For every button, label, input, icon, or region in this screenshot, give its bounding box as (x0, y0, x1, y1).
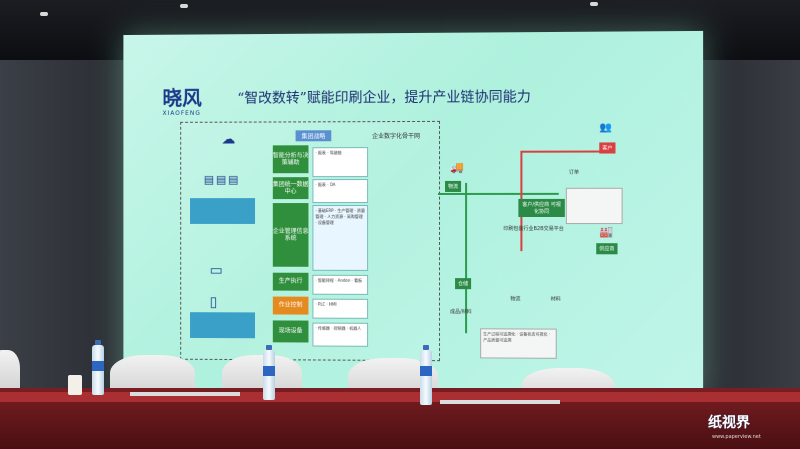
panel-data-center: · 报表 · OA (312, 179, 369, 204)
logistics-label: 物流 (510, 296, 521, 303)
chair (0, 350, 20, 395)
b2b-label: 印刷包装行业B2B交易平台 (503, 226, 564, 233)
module-execution: 生产执行 (272, 272, 309, 291)
group-strategy: 集团战略 (295, 130, 332, 142)
watermark-url: www.paperview.net (712, 434, 761, 440)
flow-line (520, 150, 602, 153)
module-control: 作业控制 (272, 296, 309, 315)
traceability-box: 生产过程可追溯化 · 设备状态可视化 · 产品质量可追溯 (480, 328, 557, 359)
table-cloth (0, 392, 800, 402)
slide-title: “智改数转”赋能印刷企业，提升产业链协同能力 (237, 89, 531, 107)
water-bottle (263, 345, 275, 400)
finished-label: 成品/材料 (450, 309, 472, 316)
module-analytics: 智能分析与决策辅助 (272, 145, 308, 174)
ceiling-light (180, 4, 188, 8)
slide-logo-sub: XIAOFENG (162, 109, 201, 117)
logistics-node: 物流 (445, 180, 462, 192)
watermark-logo: 纸视界 (708, 415, 750, 431)
cloud-icon: ☁ (221, 131, 236, 148)
module-mis: 企业管理信息系统 (272, 203, 308, 267)
document (440, 400, 560, 404)
left-info-box (190, 312, 256, 339)
customer-node: 客户 (599, 142, 616, 154)
people-icon: 👥 (599, 122, 612, 134)
panel-control: · PLC · HMI (312, 298, 369, 319)
platform-node: 客户/供应商 可视化协同 (518, 198, 565, 218)
panel-devices: · 传感器 · 控制器 · 机器人 (312, 322, 369, 347)
info-box (565, 187, 623, 225)
server-icon: ▤▤▤ (203, 173, 241, 187)
factory-icon: 🏭 (599, 225, 614, 239)
warehouse-node: 仓储 (455, 278, 472, 290)
left-info-box (190, 198, 256, 224)
truck-icon: 🚚 (450, 160, 464, 174)
server-icon: ▯ (209, 294, 218, 311)
document (130, 392, 240, 396)
water-bottle (420, 345, 432, 405)
module-devices: 现场设备 (272, 320, 309, 343)
ceiling-light (590, 2, 598, 6)
monitor-icon: ▭ (209, 262, 223, 279)
paper-cup (68, 375, 82, 395)
projection-screen: 晓风 XIAOFENG “智改数转”赋能印刷企业，提升产业链协同能力 ☁ ▤▤▤… (123, 30, 704, 401)
panel-mis: · 基础ERP · 生产管理 · 质量管理 · 人力资源 · 采购管理 · 设备… (312, 205, 369, 271)
flow-line (438, 192, 559, 195)
order-label: 订单 (568, 169, 580, 176)
supplier-node: 供应商 (596, 243, 618, 255)
module-data-center: 集团统一数据中心 (272, 177, 308, 200)
water-bottle (92, 340, 104, 395)
backbone-label: 企业数字化骨干网 (372, 132, 421, 141)
panel-execution: · 智能排程 · Andon · 看板 (312, 274, 369, 295)
slide-logo: 晓风 (162, 86, 202, 111)
material-label: 材料 (550, 296, 561, 303)
ceiling-light (40, 12, 48, 16)
panel-analytics: · 报表 · 驾驶舱 (312, 147, 369, 178)
